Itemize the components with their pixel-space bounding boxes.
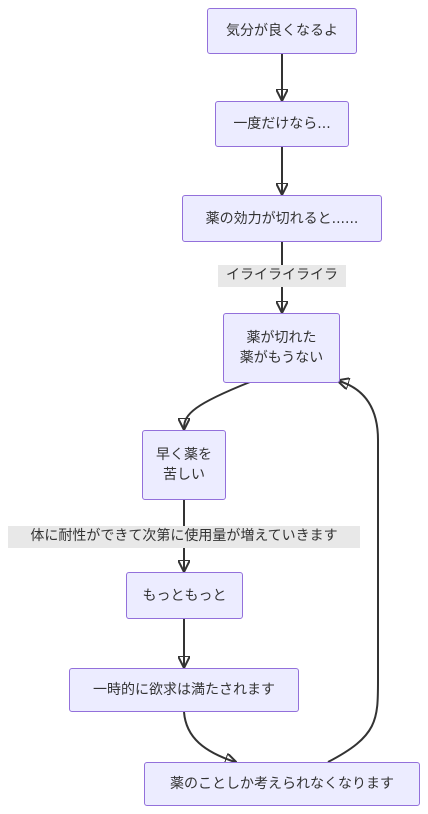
edge-n8-n4 [327, 381, 379, 763]
flow-node-7: 一時的に欲求は満たされます [69, 668, 299, 712]
edge-n7-n8 [183, 711, 235, 762]
edge-label-irairaira: イライライライラ [218, 265, 346, 287]
edge-label-tolerance: 体に耐性ができて次第に使用量が増えていきます [8, 526, 360, 548]
flow-node-1: 気分が良くなるよ [207, 8, 357, 54]
edge-n4-n5 [184, 381, 251, 428]
flow-node-2: 一度だけなら... [215, 101, 349, 147]
flow-node-4: 薬が切れた 薬がもうない [223, 313, 340, 383]
flow-node-6: もっともっと [126, 572, 243, 619]
flow-node-3: 薬の効力が切れると...... [182, 195, 382, 242]
flow-node-8: 薬のことしか考えられなくなります [144, 762, 420, 806]
flow-node-5: 早く薬を 苦しい [142, 430, 226, 500]
